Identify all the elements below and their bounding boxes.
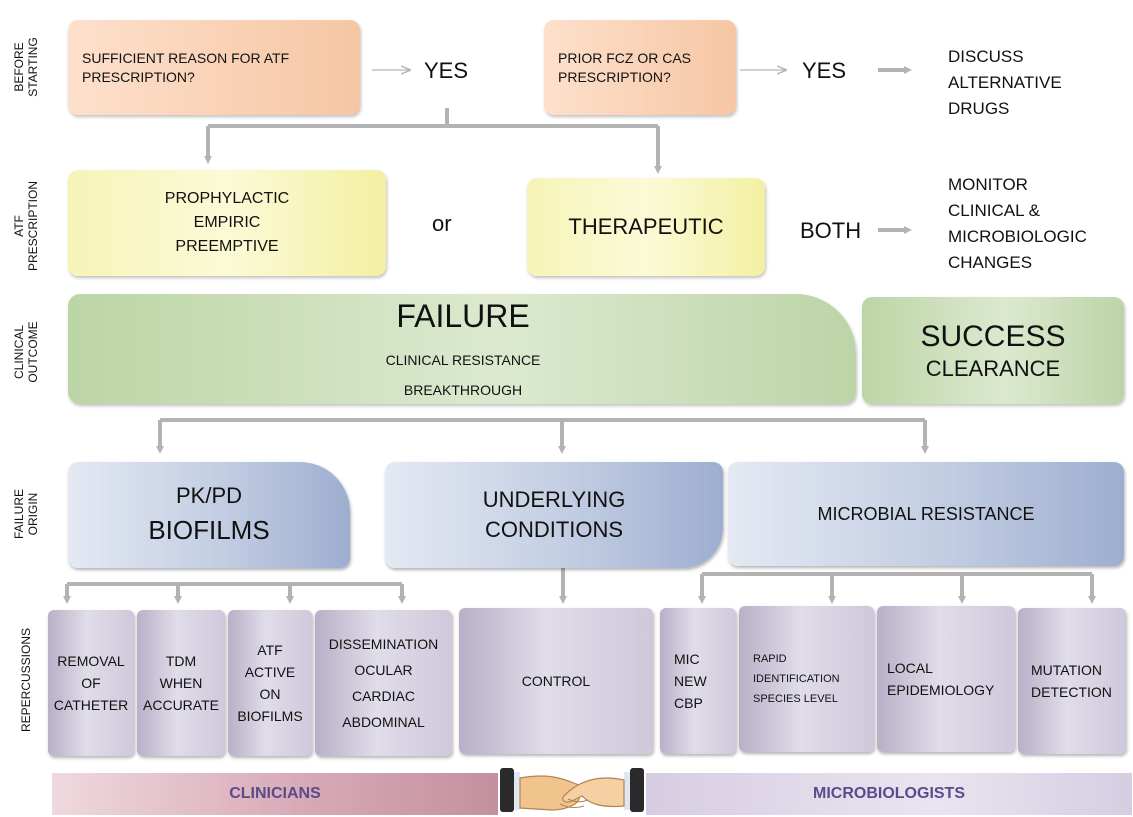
- control-label: CONTROL: [521, 673, 591, 689]
- pkpd-label: PK/PD: [175, 483, 243, 508]
- clinicians-label: CLINICIANS: [229, 785, 321, 802]
- mic-new-cbp-box: MIC NEW CBP: [660, 608, 736, 754]
- underlying-line1: UNDERLYING: [482, 487, 626, 512]
- tdm-line2: WHEN: [159, 675, 203, 691]
- row-label-clinical-outcome: CLINICAL OUTCOME: [12, 321, 40, 383]
- underlying-line2: CONDITIONS: [484, 517, 624, 542]
- dissemination-box: DISSEMINATION OCULAR CARDIAC ABDOMINAL: [315, 610, 452, 756]
- discuss-line1: DISCUSS: [948, 47, 1024, 66]
- atf-active-line2: ACTIVE: [244, 664, 296, 680]
- question-sufficient-reason-line2: PRESCRIPTION?: [82, 68, 195, 85]
- atf-active-line4: BIOFILMS: [237, 708, 303, 724]
- atf-active-line3: ON: [259, 686, 281, 702]
- rapid-line3: SPECIES LEVEL: [753, 693, 838, 705]
- empiric-label: EMPIRIC: [193, 214, 261, 231]
- microbial-resistance-box: MICROBIAL RESISTANCE: [728, 462, 1124, 566]
- underlying-conditions-box: UNDERLYING CONDITIONS: [385, 462, 723, 568]
- failure-sub-breakthrough: BREAKTHROUGH: [403, 382, 523, 398]
- row-label-atf-prescription: ATF PRESCRIPTION: [12, 180, 40, 272]
- success-box: SUCCESS CLEARANCE: [862, 297, 1124, 404]
- clearance-label: CLEARANCE: [925, 355, 1061, 381]
- dissemination-line2: OCULAR: [354, 662, 413, 678]
- prophylactic-label: PROPHYLACTIC: [164, 190, 290, 207]
- monitor-line4: CHANGES: [948, 253, 1033, 272]
- tdm-line3: ACCURATE: [143, 697, 219, 713]
- discuss-line3: DRUGS: [948, 99, 1010, 118]
- dissemination-line3: CARDIAC: [351, 688, 415, 704]
- failure-box: FAILURE CLINICAL RESISTANCE BREAKTHROUGH: [68, 294, 856, 404]
- atf-active-on-biofilms-box: ATF ACTIVE ON BIOFILMS: [228, 610, 312, 756]
- failure-sub-clinical-resistance: CLINICAL RESISTANCE: [385, 352, 541, 368]
- clinicians-bar: CLINICIANS: [52, 773, 498, 815]
- or-label: or: [432, 211, 452, 236]
- failure-title: FAILURE: [396, 298, 530, 334]
- question-sufficient-reason-line1: SUFFICIENT REASON FOR ATF: [82, 49, 290, 66]
- question-prior-prescription-line1: PRIOR FCZ OR CAS: [558, 49, 692, 66]
- microbiologists-bar: MICROBIOLOGISTS: [646, 773, 1132, 815]
- local-line2: EPIDEMIOLOGY: [887, 682, 995, 698]
- mic-line3: CBP: [674, 695, 703, 711]
- question-prior-prescription-line2: PRESCRIPTION?: [558, 68, 671, 85]
- mutation-detection-box: MUTATION DETECTION: [1018, 608, 1126, 754]
- monitor-line3: MICROBIOLOGIC: [948, 227, 1087, 246]
- mutation-line2: DETECTION: [1031, 684, 1112, 700]
- yes-label-2: YES: [802, 58, 847, 83]
- removal-line2: OF: [81, 675, 101, 691]
- microbiologists-label: MICROBIOLOGISTS: [813, 785, 965, 802]
- discuss-line2: ALTERNATIVE: [948, 73, 1062, 92]
- tdm-line1: TDM: [165, 653, 197, 669]
- success-title: SUCCESS: [920, 319, 1066, 353]
- dissemination-line1: DISSEMINATION: [328, 636, 439, 652]
- microbial-resistance-label: MICROBIAL RESISTANCE: [817, 503, 1035, 524]
- mic-line2: NEW: [674, 673, 707, 689]
- local-line1: LOCAL: [887, 660, 933, 676]
- rapid-identification-box: RAPID IDENTIFICATION SPECIES LEVEL: [739, 606, 874, 752]
- control-box: CONTROL: [459, 608, 653, 754]
- removal-line1: REMOVAL: [57, 653, 125, 669]
- tdm-when-accurate-box: TDM WHEN ACCURATE: [137, 610, 225, 756]
- monitor-line2: CLINICAL &: [948, 201, 1040, 220]
- row-label-before-starting: BEFORE STARTING: [12, 37, 40, 97]
- question-prior-prescription-box: PRIOR FCZ OR CAS PRESCRIPTION?: [544, 20, 736, 115]
- monitor-line1: MONITOR: [948, 175, 1028, 194]
- therapeutic-box: THERAPEUTIC: [527, 178, 765, 276]
- removal-of-catheter-box: REMOVAL OF CATHETER: [48, 610, 134, 756]
- question-sufficient-reason-box: SUFFICIENT REASON FOR ATF PRESCRIPTION?: [68, 20, 360, 115]
- both-label: BOTH: [800, 218, 862, 243]
- biofilms-label: BIOFILMS: [148, 515, 270, 545]
- preemptive-label: PREEMPTIVE: [175, 238, 279, 255]
- monitor-changes: MONITOR CLINICAL & MICROBIOLOGIC CHANGES: [948, 172, 1087, 276]
- row-label-repercussions: REPERCUSSIONS: [19, 627, 33, 733]
- rapid-line1: RAPID: [753, 653, 787, 665]
- handshake-icon: [498, 766, 646, 816]
- prophylactic-empiric-preemptive-box: PROPHYLACTIC EMPIRIC PREEMPTIVE: [68, 170, 386, 276]
- removal-line3: CATHETER: [53, 697, 129, 713]
- discuss-alternative-drugs: DISCUSS ALTERNATIVE DRUGS: [948, 44, 1062, 122]
- dissemination-line4: ABDOMINAL: [342, 714, 425, 730]
- therapeutic-label: THERAPEUTIC: [568, 214, 724, 239]
- mic-line1: MIC: [674, 651, 700, 667]
- local-epidemiology-box: LOCAL EPIDEMIOLOGY: [877, 606, 1015, 752]
- row-label-failure-origin: FAILURE ORIGIN: [12, 488, 40, 540]
- rapid-line2: IDENTIFICATION: [753, 673, 840, 685]
- mutation-line1: MUTATION: [1031, 662, 1103, 678]
- atf-active-line1: ATF: [257, 642, 283, 658]
- yes-label-1: YES: [424, 58, 469, 83]
- pkpd-biofilms-box: PK/PD BIOFILMS: [68, 462, 350, 568]
